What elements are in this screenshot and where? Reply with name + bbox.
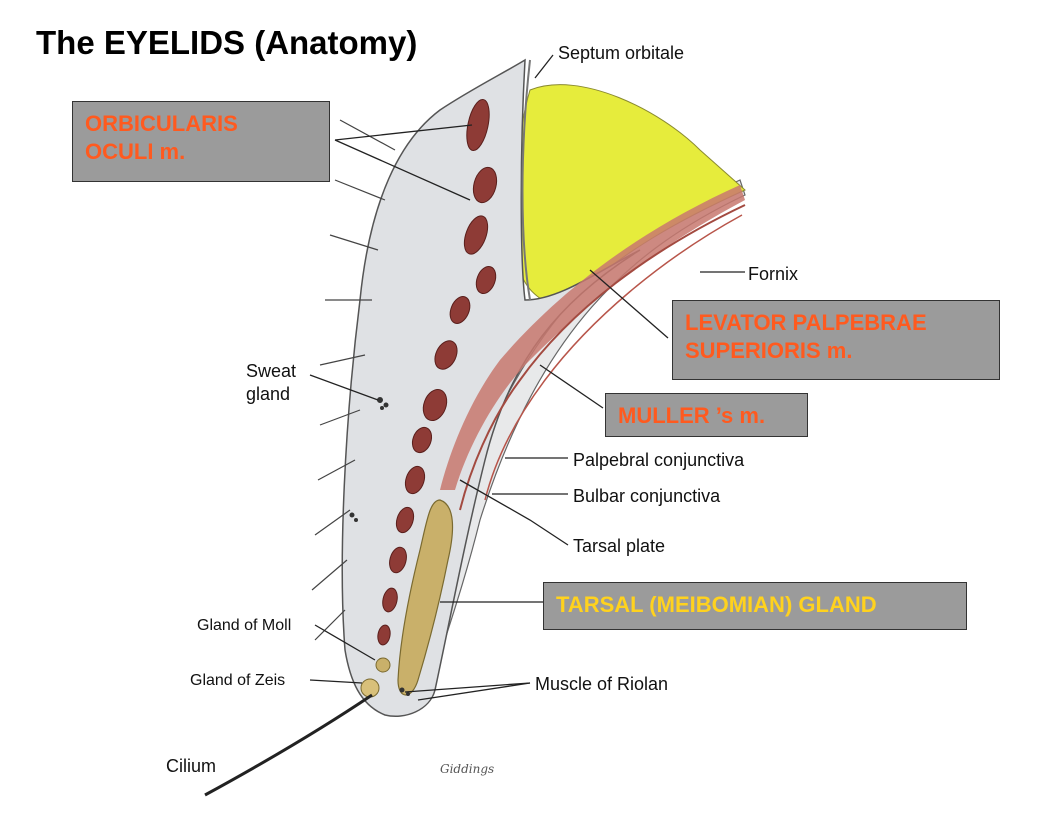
label-sweat-gland-1: Sweat xyxy=(246,361,297,381)
label-fornix: Fornix xyxy=(748,264,799,284)
callout-tarsal-gland: TARSAL (MEIBOMIAN) GLAND xyxy=(543,582,967,630)
callout-levator-line-2: SUPERIORIS m. xyxy=(685,338,853,363)
artist-signature: Giddings xyxy=(440,762,495,776)
orbital-fat xyxy=(516,84,746,311)
page-title: The EYELIDS (Anatomy) xyxy=(36,24,418,61)
callout-orbicularis-line-1: ORBICULARIS xyxy=(85,111,238,136)
label-muscle-of-riolan: Muscle of Riolan xyxy=(535,674,669,694)
callout-muller-line-1: MULLER ’s m. xyxy=(618,403,766,428)
callout-tarsal-gland-line-1: TARSAL (MEIBOMIAN) GLAND xyxy=(556,592,877,617)
callout-orbicularis: ORBICULARIS OCULI m. xyxy=(72,101,330,182)
callout-orbicularis-line-2: OCULI m. xyxy=(85,139,186,164)
cilium xyxy=(204,693,373,797)
label-gland-of-moll: Gland of Moll xyxy=(197,617,292,634)
label-cilium: Cilium xyxy=(166,756,217,776)
levator-muscle xyxy=(440,185,745,490)
label-gland-of-zeis: Gland of Zeis xyxy=(190,672,286,689)
label-septum-orbitale: Septum orbitale xyxy=(558,43,685,63)
label-palpebral-conjunctiva: Palpebral conjunctiva xyxy=(573,450,745,470)
callout-levator-line-1: LEVATOR PALPEBRAE xyxy=(685,310,927,335)
label-sweat-gland-2: gland xyxy=(246,384,291,404)
label-bulbar-conjunctiva: Bulbar conjunctiva xyxy=(573,486,721,506)
label-tarsal-plate: Tarsal plate xyxy=(573,536,666,556)
orbicularis-bundles xyxy=(377,98,498,646)
callout-levator: LEVATOR PALPEBRAE SUPERIORIS m. xyxy=(672,300,1000,380)
callout-muller: MULLER ’s m. xyxy=(605,393,808,437)
